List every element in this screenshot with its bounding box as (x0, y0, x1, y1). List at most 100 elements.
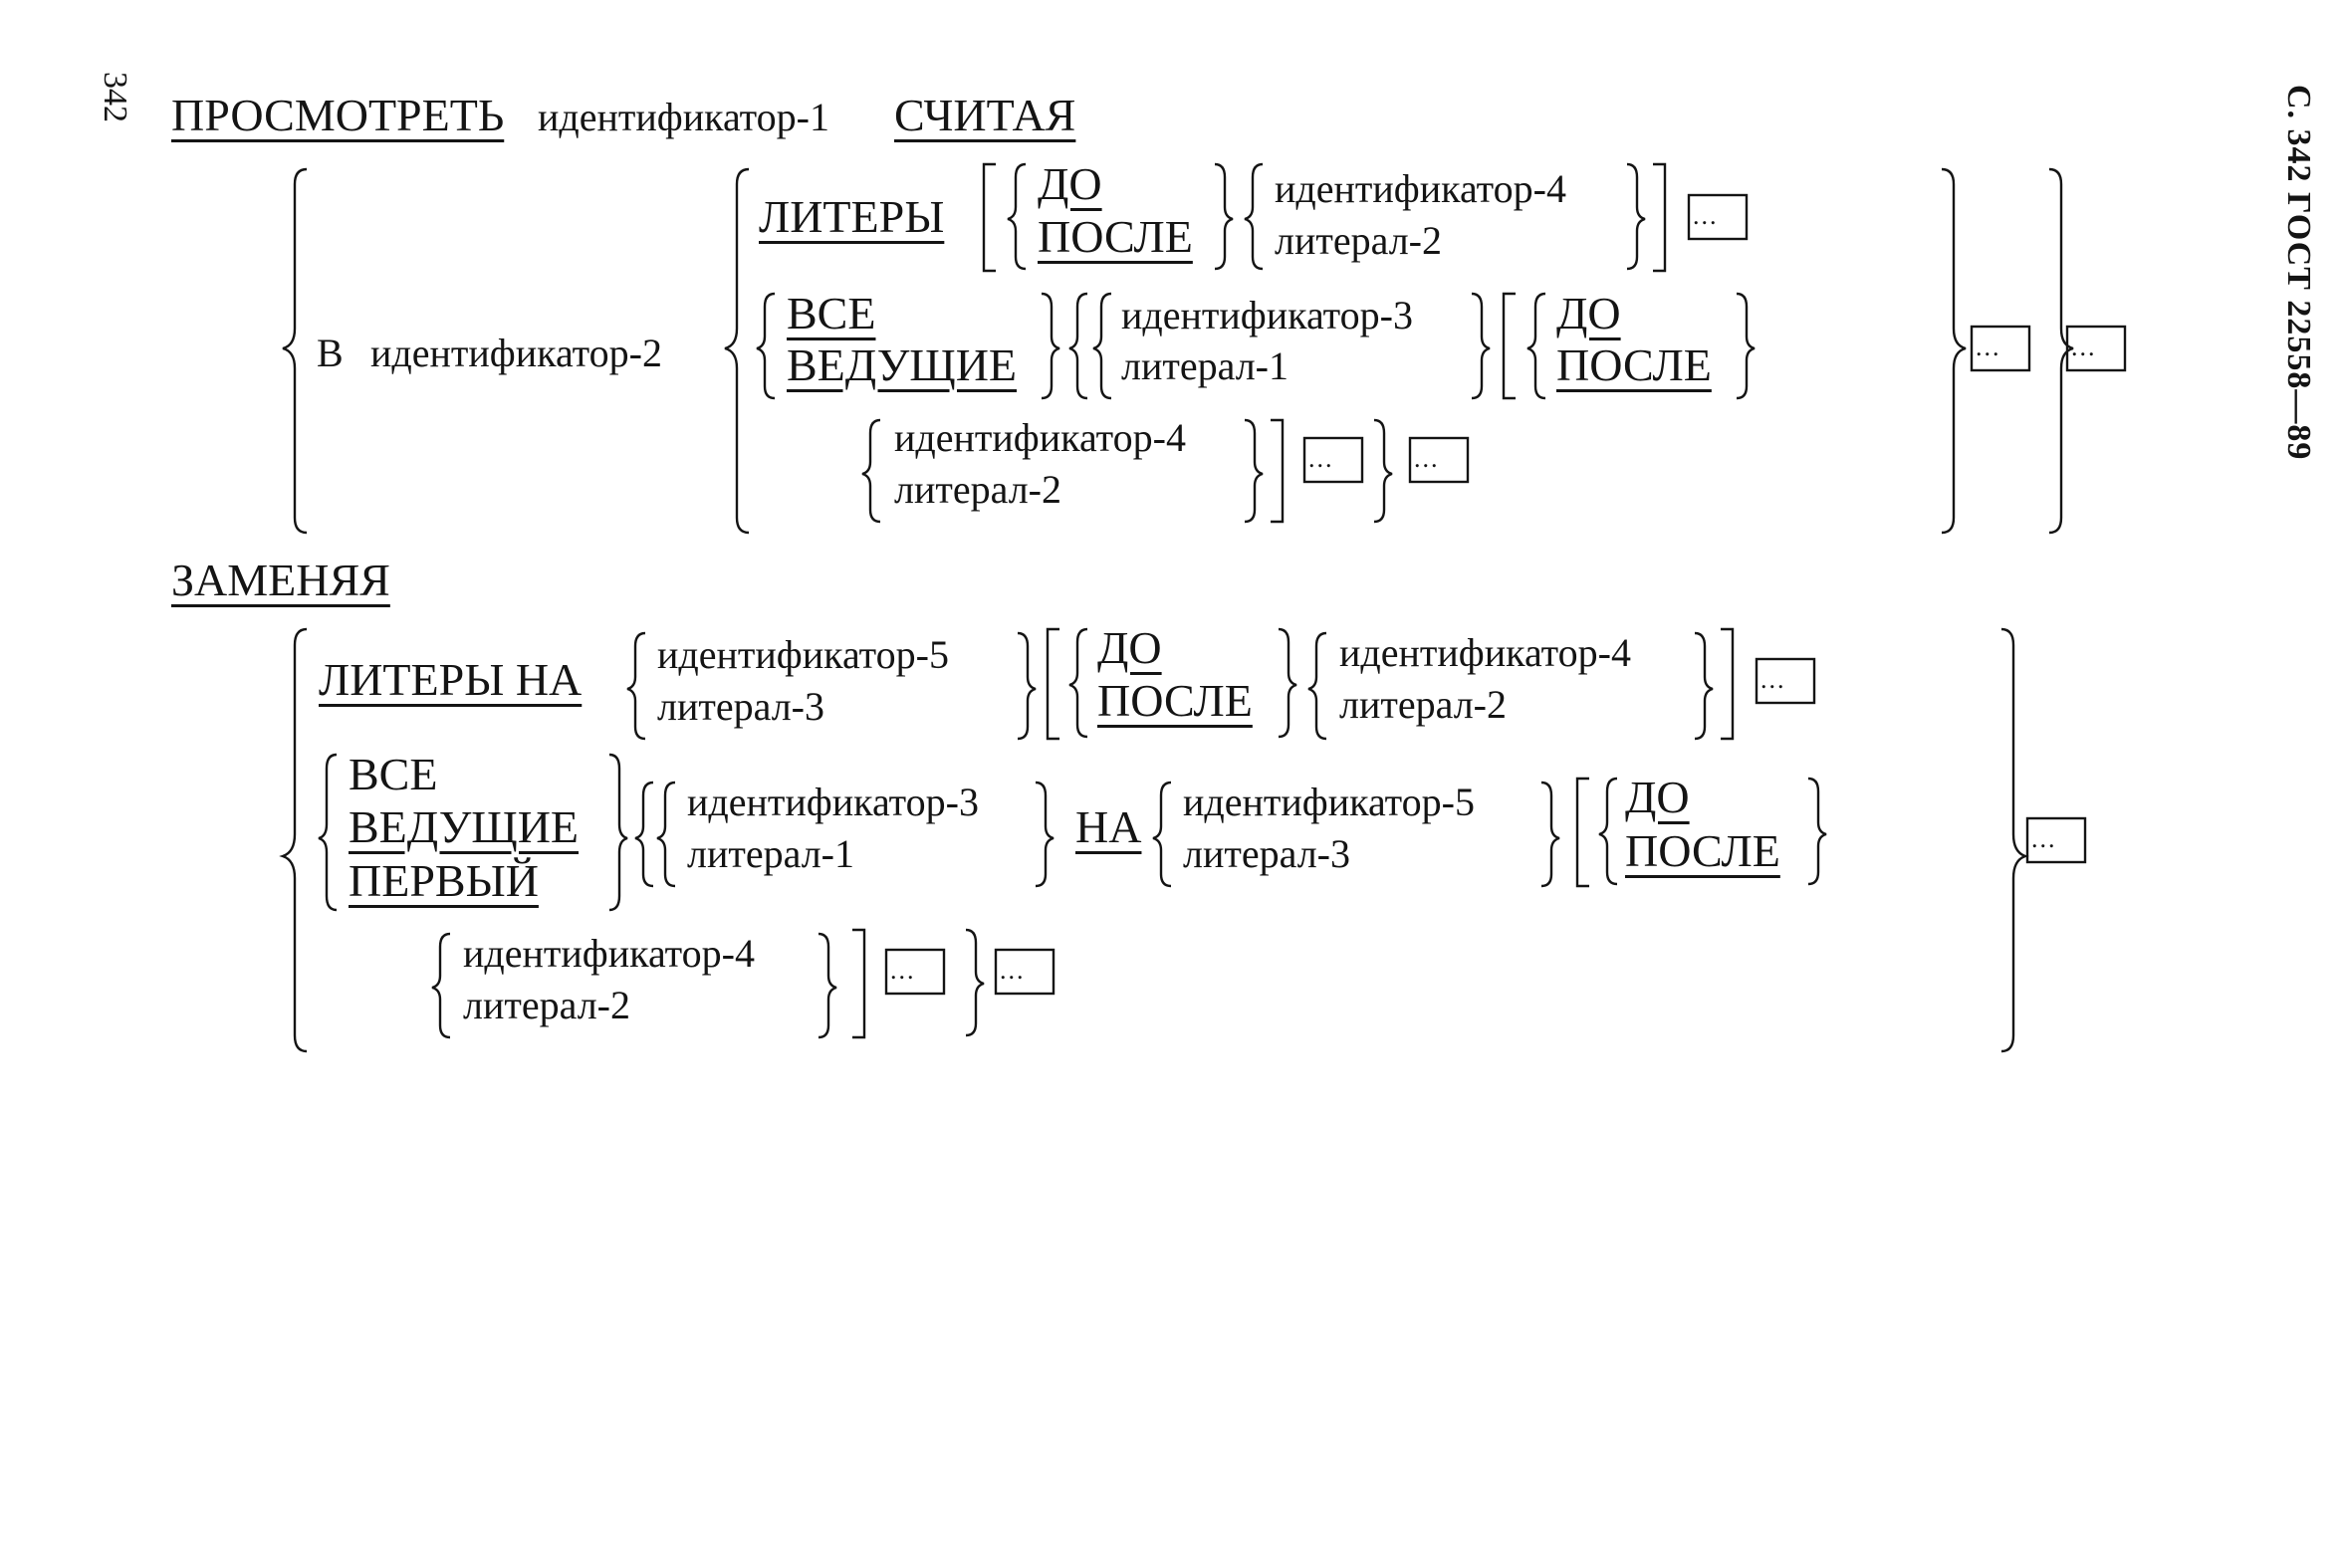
identifier-2: идентификатор-2 (370, 331, 662, 375)
ellipsis-frame-2 (1302, 436, 1364, 484)
ellipsis-6: ... (1760, 665, 1786, 694)
keyword-leading-2: ВЕДУЩИЕ (349, 801, 580, 852)
brace-outer-left-2 (279, 627, 308, 1053)
identifier-4-b: идентификатор-4 (894, 415, 1186, 460)
brace-r3a-l (431, 932, 451, 1039)
brace-2a-l (756, 292, 776, 400)
ellipsis-9: ... (1000, 956, 1026, 985)
keyword-all-2: ВСЕ (349, 749, 438, 799)
bracket-close-1 (1653, 162, 1667, 273)
literal-1-b: литерал-1 (687, 831, 854, 876)
ellipsis-3: ... (1414, 444, 1440, 473)
brace-1b-r (1626, 162, 1646, 271)
identifier-4-d: идентификатор-4 (463, 931, 755, 976)
ellipsis-frame-9 (994, 948, 1055, 996)
ellipsis-frame-5 (2065, 325, 2127, 372)
identifier-4-a: идентификатор-4 (1275, 166, 1566, 211)
brace-outer-right-2 (2000, 627, 2029, 1053)
brace-2c-r (1471, 292, 1491, 400)
ellipsis-7: ... (2031, 824, 2057, 853)
ellipsis-frame-7 (2025, 816, 2087, 864)
keyword-after-1: ПОСЛЕ (1038, 211, 1193, 262)
literal-1-a: литерал-1 (1121, 343, 1289, 388)
keyword-by: НА (1075, 801, 1142, 852)
ellipsis-8: ... (890, 956, 916, 985)
literal-3-b: литерал-3 (1183, 831, 1350, 876)
keyword-in: В (317, 331, 344, 375)
identifier-5-b: идентификатор-5 (1183, 780, 1475, 824)
literal-2-c: литерал-2 (1339, 682, 1507, 727)
brace-1a-l (1007, 162, 1027, 271)
ellipsis-5: ... (2071, 333, 2097, 361)
brace-2a-r (1041, 292, 1060, 400)
bracket-open-r2 (1575, 777, 1589, 888)
brace-r1a-l (626, 631, 646, 741)
identifier-5-a: идентификатор-5 (657, 632, 949, 677)
brace-r1b-r (1278, 627, 1297, 739)
literal-2-d: литерал-2 (463, 983, 630, 1027)
brace-outer-left-1 (282, 167, 308, 535)
brace-r2a-r (608, 753, 628, 912)
brace-outer-right-1b (2048, 167, 2074, 535)
identifier-3-b: идентификатор-3 (687, 780, 979, 824)
identifier-3-a: идентификатор-3 (1121, 293, 1413, 337)
bracket-open-2 (1502, 292, 1516, 400)
brace-r2e-l (1598, 777, 1618, 886)
keyword-first: ПЕРВЫЙ (349, 855, 539, 906)
brace-outer-right-1a (1941, 167, 1967, 535)
ellipsis-frame-6 (1755, 657, 1816, 705)
keyword-after-3: ПОСЛЕ (1097, 675, 1253, 726)
keyword-before-1: ДО (1038, 158, 1102, 209)
brace-3a-l (861, 418, 881, 524)
ellipsis-frame-8 (884, 948, 946, 996)
brace-3b-r (1373, 418, 1393, 524)
keyword-before-4: ДО (1625, 772, 1690, 822)
brace-r3b-r (965, 928, 985, 1037)
ellipsis-1: ... (1693, 201, 1719, 230)
literal-2-a: литерал-2 (1275, 218, 1442, 263)
brace-r2d-l (1152, 781, 1172, 888)
brace-2d-l (1526, 292, 1546, 400)
brace-inner-left-1 (724, 167, 750, 535)
brace-r2c-l (656, 781, 676, 888)
literal-3-a: литерал-3 (657, 684, 824, 729)
brace-r1b-l (1068, 627, 1088, 739)
keyword-inspect: ПРОСМОТРЕТЬ (171, 90, 505, 140)
keyword-all-1: ВСЕ (787, 288, 876, 338)
brace-r2c-r (1035, 781, 1055, 888)
brace-r2e-r (1807, 777, 1827, 886)
ellipsis-frame-1 (1687, 193, 1749, 241)
identifier-4-c: идентификатор-4 (1339, 630, 1631, 675)
brace-r1c-r (1694, 631, 1714, 741)
keyword-characters-by: ЛИТЕРЫ НА (319, 654, 583, 705)
bracket-close-3 (1271, 418, 1285, 524)
ellipsis-frame-4 (1970, 325, 2031, 372)
brace-3a-r (1244, 418, 1264, 524)
brace-r3a-r (818, 932, 837, 1039)
ellipsis-4: ... (1976, 333, 2001, 361)
bracket-open-r1 (1046, 627, 1059, 741)
keyword-leading-1: ВЕДУЩИЕ (787, 339, 1018, 390)
ellipsis-frame-3 (1408, 436, 1470, 484)
bracket-close-r1 (1721, 627, 1735, 741)
brace-1a-r (1214, 162, 1234, 271)
keyword-before-3: ДО (1097, 622, 1162, 673)
brace-2b-l (1068, 292, 1088, 400)
bracket-close-r3 (852, 928, 866, 1039)
brace-r1c-l (1307, 631, 1327, 741)
ellipsis-2: ... (1308, 444, 1334, 473)
brace-r1a-r (1017, 631, 1037, 741)
identifier-1: идентификатор-1 (538, 95, 829, 139)
keyword-after-4: ПОСЛЕ (1625, 825, 1780, 876)
brace-r2b-l (634, 781, 654, 888)
keyword-before-2: ДО (1556, 288, 1621, 338)
brace-1b-l (1244, 162, 1264, 271)
keyword-tallying: СЧИТАЯ (894, 90, 1076, 140)
literal-2-b: литерал-2 (894, 467, 1061, 512)
brace-2c-l (1092, 292, 1112, 400)
keyword-after-2: ПОСЛЕ (1556, 339, 1712, 390)
brace-r2a-l (318, 753, 338, 912)
bracket-open-1 (982, 162, 996, 273)
keyword-characters-1: ЛИТЕРЫ (759, 191, 945, 242)
